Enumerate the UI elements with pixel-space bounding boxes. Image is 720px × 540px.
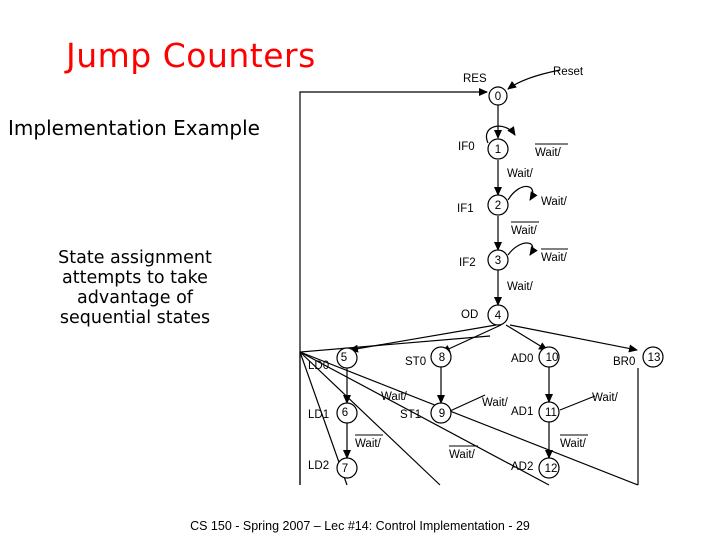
- side-note-line: State assignment: [58, 248, 212, 268]
- state-number: 0: [495, 91, 501, 103]
- state-number: 6: [342, 407, 348, 419]
- state-number: 7: [342, 463, 348, 475]
- slide-footer: CS 150 - Spring 2007 – Lec #14: Control …: [190, 519, 530, 533]
- state-10: 10: [538, 346, 560, 368]
- side-note-line: advantage of: [77, 288, 193, 308]
- transition-label: Wait/: [541, 252, 568, 264]
- edges: [343, 105, 639, 485]
- transition-labels: Reset Wait/ Wait/ Wait/ Wait/ Wait/ Wait…: [355, 66, 619, 461]
- state-name: LD2: [308, 460, 329, 472]
- reset-label: Reset: [553, 66, 584, 78]
- state-number: 3: [495, 255, 501, 267]
- state-number: 9: [439, 408, 445, 420]
- state-name: RES: [463, 73, 487, 85]
- state-13: 13: [642, 346, 664, 368]
- state-7: 7: [336, 457, 358, 479]
- state-number: 11: [545, 407, 557, 419]
- side-note-line: attempts to take: [62, 268, 208, 288]
- state-name: AD2: [511, 461, 533, 473]
- state-name: ST0: [405, 356, 426, 368]
- state-number: 13: [648, 352, 661, 364]
- state-name: IF0: [458, 141, 475, 153]
- transition-label: Wait/: [355, 438, 382, 450]
- state-name: IF1: [457, 203, 474, 215]
- transition-label: Wait/: [511, 225, 538, 237]
- side-note-line: sequential states: [59, 308, 211, 328]
- state-names: RES IF0 IF1 IF2 OD LD0 LD1 LD2 ST0 ST1 A…: [308, 73, 635, 473]
- state-number: 1: [495, 144, 501, 156]
- state-name: OD: [461, 309, 478, 321]
- transition-label: Wait/: [507, 281, 534, 293]
- state-name: AD0: [511, 353, 533, 365]
- transition-label: Wait/: [482, 397, 509, 409]
- slide-title: Jump Counters: [66, 36, 316, 75]
- transition-label: Wait/: [381, 391, 408, 403]
- state-1: 1: [487, 138, 509, 160]
- state-name: BR0: [613, 356, 635, 368]
- state-number: 2: [495, 200, 501, 212]
- state-number: 10: [546, 352, 559, 364]
- state-number: 5: [341, 352, 347, 364]
- state-11: 11: [538, 401, 560, 423]
- transition-label: Wait/: [560, 438, 587, 450]
- state-number: 8: [439, 352, 445, 364]
- state-3: 3: [487, 249, 509, 271]
- state-0: 0: [488, 86, 508, 106]
- transition-label: Wait/: [507, 168, 534, 180]
- negation-overbars: [355, 143, 588, 447]
- state-name: ST1: [400, 409, 421, 421]
- state-name: LD0: [308, 360, 329, 372]
- reset-arc: [507, 69, 561, 90]
- state-name: LD1: [308, 409, 329, 421]
- state-12: 12: [538, 457, 560, 479]
- state-6: 6: [336, 402, 358, 424]
- self-loops: [485, 125, 538, 256]
- transition-label: Wait/: [535, 147, 562, 159]
- state-2: 2: [487, 194, 509, 216]
- state-4: 4: [487, 304, 509, 326]
- transition-label: Wait/: [592, 392, 619, 404]
- transition-label: Wait/: [449, 449, 476, 461]
- state-number: 4: [495, 310, 502, 322]
- state-9: 9: [430, 402, 452, 424]
- state-number: 12: [545, 463, 558, 475]
- side-note: State assignment attempts to take advant…: [30, 248, 240, 328]
- state-name: AD1: [511, 406, 533, 418]
- slide-subtitle: Implementation Example: [8, 116, 260, 140]
- state-name: IF2: [459, 257, 476, 269]
- state-5: 5: [336, 347, 358, 369]
- state-8: 8: [430, 346, 452, 368]
- transition-label: Wait/: [541, 196, 568, 208]
